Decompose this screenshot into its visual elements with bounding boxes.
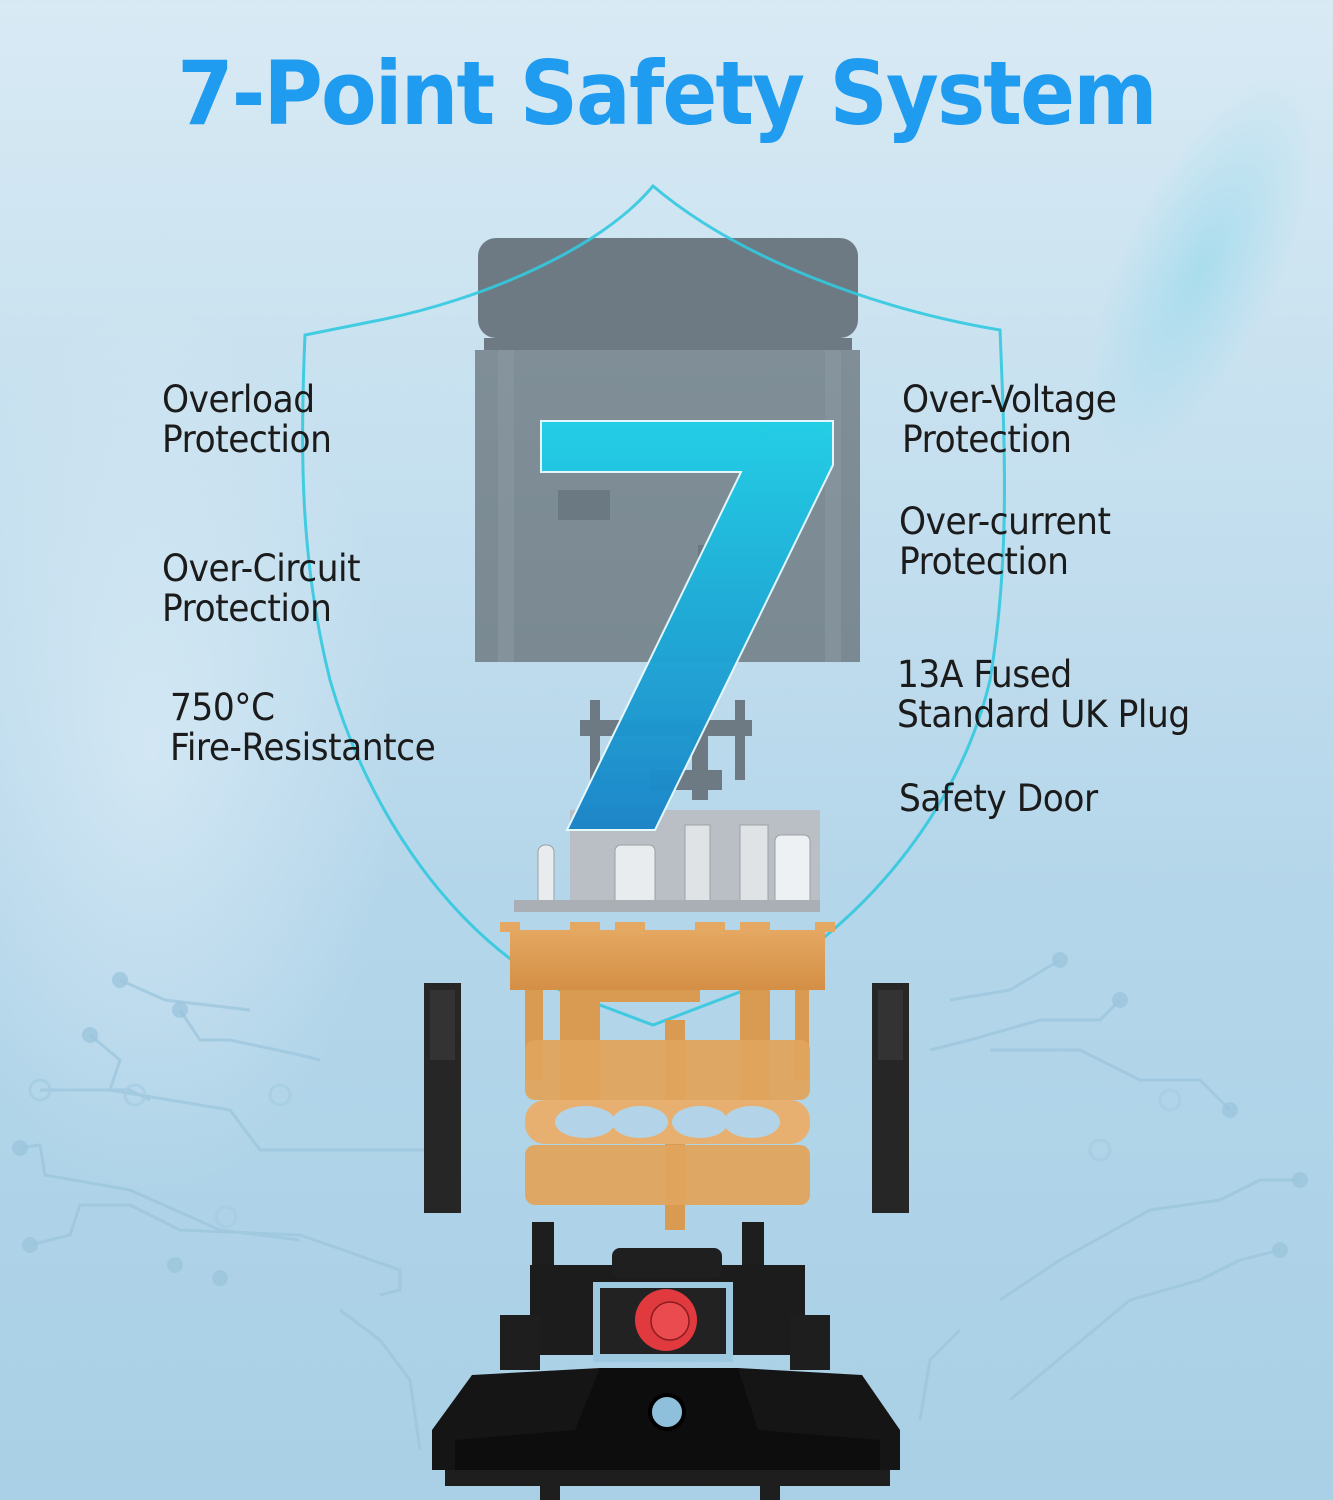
plug-housing-top xyxy=(475,238,860,662)
brass-contacts xyxy=(500,922,835,1230)
feature-over-current-protection: Over-current Protection xyxy=(899,500,1111,583)
numeral-seven xyxy=(540,420,834,831)
plug-base xyxy=(432,1222,900,1500)
feature-over-voltage-protection: Over-Voltage Protection xyxy=(902,378,1117,461)
background-glow-left xyxy=(0,300,400,1200)
feature-safety-door: Safety Door xyxy=(899,777,1098,820)
feature-overload-protection: Overload Protection xyxy=(162,378,332,461)
page-title: 7-Point Safety System xyxy=(177,42,1157,145)
silver-pin-assembly xyxy=(514,810,820,912)
feature-fire-resistance: 750°C Fire-Resistantce xyxy=(170,686,436,769)
feature-fused-uk-plug: 13A Fused Standard UK Plug xyxy=(897,653,1190,736)
shield-outline xyxy=(301,183,1006,1027)
feature-over-circuit-protection: Over-Circuit Protection xyxy=(162,547,361,630)
